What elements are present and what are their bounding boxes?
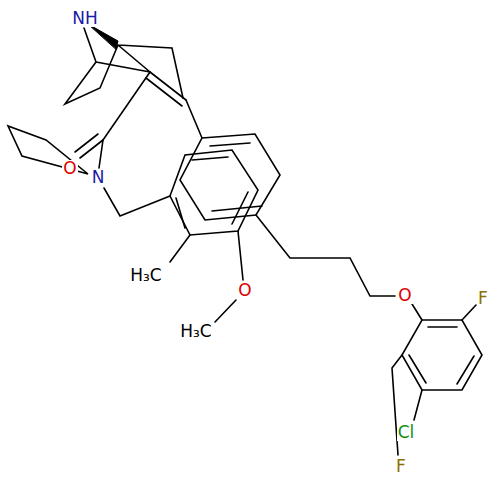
benzyl-ch2 — [104, 188, 170, 216]
double-bond — [146, 72, 186, 106]
aryl-inner — [176, 157, 248, 228]
propyl-chain — [256, 215, 395, 296]
fluorine-label: F — [477, 290, 489, 307]
carbonyl-link — [103, 72, 150, 140]
difluorophenyl-inner — [409, 327, 474, 384]
halogen-bonds — [392, 305, 476, 455]
oxygen-label: O — [397, 287, 412, 304]
methyl-bond — [170, 235, 190, 262]
difluorophenyl-ring — [402, 304, 482, 390]
wedge-bond — [88, 24, 118, 49]
oxygen-label: O — [62, 160, 77, 177]
fluorine-label: F — [395, 458, 407, 475]
methoxy-bond — [215, 231, 243, 322]
aryl-ring — [170, 150, 258, 235]
nitrogen-label: N — [91, 169, 106, 186]
carbonyl-double — [75, 134, 103, 158]
methyl-label: H₃C — [179, 323, 212, 340]
chlorine-label: Cl — [397, 424, 416, 441]
phenyl-inner — [210, 143, 262, 211]
methyl-label: H₃C — [129, 267, 162, 284]
oxygen-label: O — [237, 282, 252, 299]
amide-bond — [99, 140, 103, 168]
amine-label: NH — [71, 10, 99, 27]
